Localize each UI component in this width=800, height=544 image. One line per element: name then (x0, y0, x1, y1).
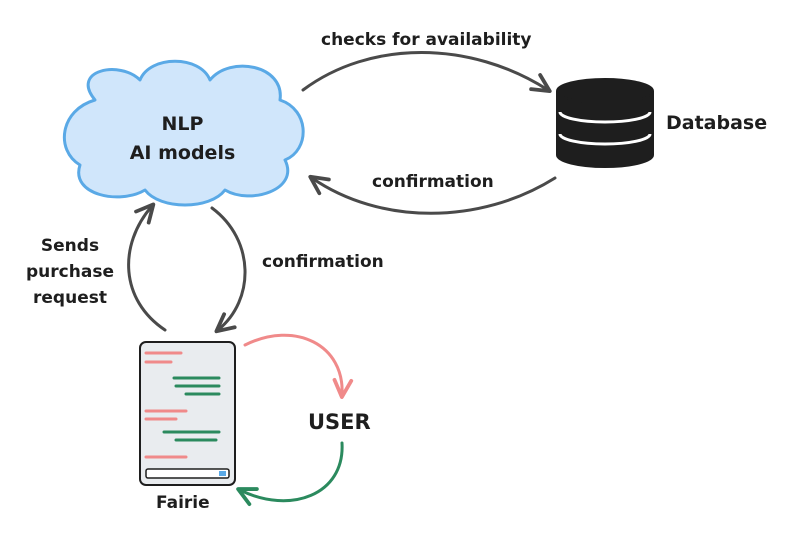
sends-request-arrow (127, 202, 167, 332)
confirmation-db-arrow (308, 174, 557, 215)
fairie-label: Fairie (156, 493, 210, 513)
database-icon (556, 78, 654, 168)
confirmation-app-arrow (210, 206, 247, 334)
checks-label: checks for availability (321, 30, 532, 50)
fairie-phone-icon (139, 341, 236, 486)
nlp-cloud-shape (63, 59, 305, 207)
user-label: USER (308, 410, 371, 434)
sends-line-3: request (33, 288, 107, 308)
sends-line-2: purchase (26, 262, 114, 282)
sends-request-label: Sends purchase request (14, 233, 126, 311)
sends-line-1: Sends (40, 236, 100, 256)
nlp-line: NLP (161, 113, 204, 135)
confirmation-app-label: confirmation (262, 252, 384, 272)
checks-arrow (301, 51, 552, 94)
confirmation-db-label: confirmation (372, 172, 494, 192)
from-user-arrow (236, 441, 344, 506)
nlp-cloud-label: NLP AI models (85, 110, 280, 168)
ai-models-line: AI models (129, 142, 236, 164)
to-user-arrow (243, 333, 354, 399)
database-label: Database (666, 112, 768, 134)
